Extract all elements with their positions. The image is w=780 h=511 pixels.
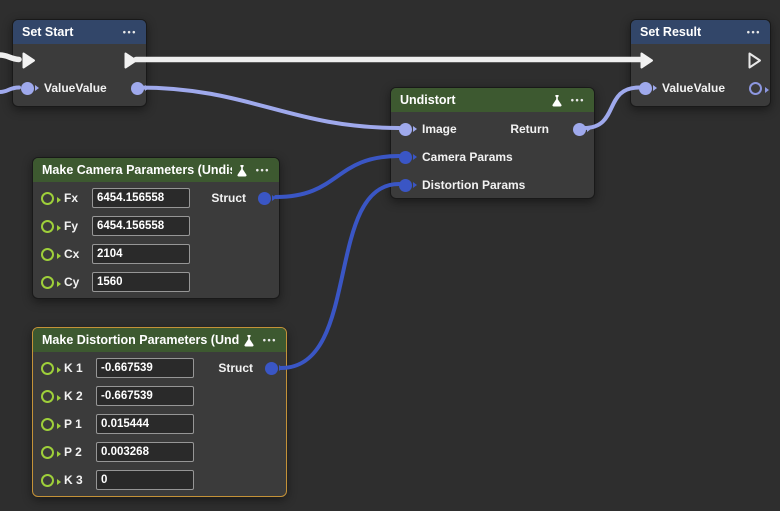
- node-undistort[interactable]: Undistort ••• Image Return Camera Params…: [390, 87, 595, 199]
- input-label: Distortion Params: [422, 178, 526, 192]
- exec-in-pin[interactable]: [21, 51, 36, 70]
- fy-in-pin[interactable]: [41, 219, 61, 233]
- param-row: Camera Params: [391, 143, 594, 171]
- param-row: K 3: [33, 466, 286, 494]
- struct-out-pin[interactable]: [258, 191, 276, 205]
- param-row: Fx: [33, 184, 279, 212]
- k1-input[interactable]: [96, 358, 194, 378]
- param-row: K 2: [33, 382, 286, 410]
- fx-in-pin[interactable]: [41, 191, 61, 205]
- value-out-label: Value: [693, 81, 725, 95]
- node-header[interactable]: Undistort •••: [391, 88, 594, 112]
- k2-in-pin[interactable]: [41, 389, 61, 403]
- param-label: K 3: [64, 473, 83, 487]
- p2-in-pin[interactable]: [41, 445, 61, 459]
- exec-out-pin-unconnected[interactable]: [747, 51, 762, 70]
- node-title: Make Camera Parameters (Undistort): [42, 163, 232, 177]
- input-label: Camera Params: [422, 150, 513, 164]
- exec-row: [631, 46, 770, 74]
- param-label: Fy: [64, 219, 79, 233]
- param-label: P 2: [64, 445, 82, 459]
- image-in-pin[interactable]: [399, 122, 417, 136]
- value-row: Value Value: [13, 74, 149, 102]
- node-header[interactable]: Make Camera Parameters (Undistort) •••: [33, 158, 279, 182]
- param-row: K 1: [33, 354, 286, 382]
- wire-value-incoming[interactable]: [0, 85, 21, 94]
- camera-params-in-pin[interactable]: [399, 150, 417, 164]
- param-label: K 2: [64, 389, 83, 403]
- wire-exec-incoming[interactable]: [0, 52, 22, 63]
- node-title: Make Distortion Parameters (Undistort): [42, 333, 239, 347]
- node-make-camera-parameters[interactable]: Make Camera Parameters (Undistort) ••• F…: [32, 157, 280, 299]
- param-row: P 1: [33, 410, 286, 438]
- menu-icon[interactable]: •••: [570, 95, 585, 105]
- param-label: K 1: [64, 361, 83, 375]
- node-set-start[interactable]: Set Start ••• Value Value: [12, 19, 149, 107]
- k3-input[interactable]: [96, 470, 194, 490]
- value-in-label: Value: [44, 81, 76, 95]
- struct-output: Struct: [218, 354, 283, 382]
- value-out-pin-unconnected[interactable]: [749, 81, 769, 95]
- k3-in-pin[interactable]: [41, 473, 61, 487]
- exec-row: [13, 46, 146, 74]
- menu-icon[interactable]: •••: [262, 335, 277, 345]
- param-label: P 1: [64, 417, 82, 431]
- node-title: Undistort: [400, 93, 456, 107]
- param-row: Fy: [33, 212, 279, 240]
- param-row: Image Return: [391, 115, 594, 143]
- struct-label: Struct: [218, 361, 253, 375]
- param-row: Cy: [33, 268, 279, 296]
- node-title: Set Start: [22, 25, 74, 39]
- cx-input[interactable]: [92, 244, 190, 264]
- struct-output: Struct: [211, 184, 276, 212]
- wire-distortion-struct-to-undistort[interactable]: [279, 182, 401, 370]
- param-label: Fx: [64, 191, 79, 205]
- fx-input[interactable]: [92, 188, 190, 208]
- param-row: Cx: [33, 240, 279, 268]
- flask-icon: [551, 94, 563, 107]
- fy-input[interactable]: [92, 216, 190, 236]
- p1-in-pin[interactable]: [41, 417, 61, 431]
- node-header[interactable]: Set Start •••: [13, 20, 146, 44]
- cx-in-pin[interactable]: [41, 247, 61, 261]
- param-label: Cy: [64, 275, 80, 289]
- menu-icon[interactable]: •••: [746, 27, 761, 37]
- flask-icon: [236, 164, 248, 177]
- flask-icon: [243, 334, 255, 347]
- value-in-pin[interactable]: [21, 81, 39, 95]
- node-make-distortion-parameters[interactable]: Make Distortion Parameters (Undistort) •…: [32, 327, 287, 497]
- node-title: Set Result: [640, 25, 702, 39]
- param-row: P 2: [33, 438, 286, 466]
- node-header[interactable]: Make Distortion Parameters (Undistort) •…: [33, 328, 286, 352]
- value-row: Value Value: [631, 74, 770, 102]
- cy-in-pin[interactable]: [41, 275, 61, 289]
- value-in-pin[interactable]: [639, 81, 657, 95]
- value-out-label: Value: [75, 81, 107, 95]
- wire-return-to-result-value[interactable]: [582, 85, 641, 130]
- wire-start-value-to-image[interactable]: [136, 85, 401, 130]
- distortion-params-in-pin[interactable]: [399, 178, 417, 192]
- value-in-label: Value: [662, 81, 694, 95]
- menu-icon[interactable]: •••: [255, 165, 270, 175]
- return-label: Return: [510, 122, 549, 136]
- wire-camera-struct-to-undistort[interactable]: [274, 154, 401, 199]
- menu-icon[interactable]: •••: [122, 27, 137, 37]
- struct-out-pin[interactable]: [265, 361, 283, 375]
- param-label: Cx: [64, 247, 80, 261]
- node-set-result[interactable]: Set Result ••• Value Value: [630, 19, 771, 107]
- struct-label: Struct: [211, 191, 246, 205]
- exec-out-pin[interactable]: [123, 51, 138, 70]
- k1-in-pin[interactable]: [41, 361, 61, 375]
- p2-input[interactable]: [96, 442, 194, 462]
- k2-input[interactable]: [96, 386, 194, 406]
- node-header[interactable]: Set Result •••: [631, 20, 770, 44]
- param-row: Distortion Params: [391, 171, 594, 199]
- p1-input[interactable]: [96, 414, 194, 434]
- cy-input[interactable]: [92, 272, 190, 292]
- input-label: Image: [422, 122, 457, 136]
